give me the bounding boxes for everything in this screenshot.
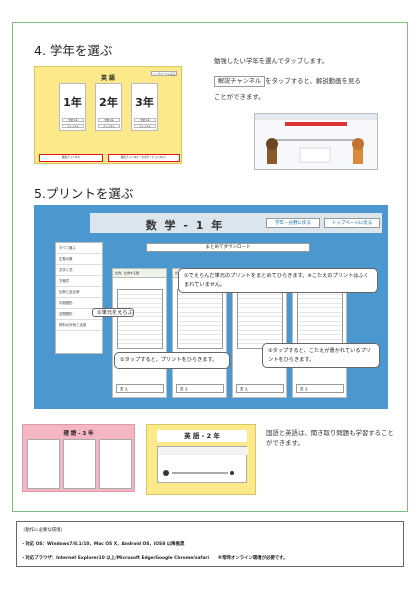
sidebar-item[interactable]: すべて選ぶ bbox=[56, 243, 102, 254]
print-sheet[interactable] bbox=[237, 289, 283, 349]
study-channel-button[interactable]: 解説チャンネル（スタディチャンネル） bbox=[108, 154, 180, 162]
section4-desc2: をタップすると、解説動画を見る bbox=[265, 77, 361, 85]
requirements-box: 〈動作に必要な環境〉 ・対応 OS：Windows7/8.1/10，Mac OS… bbox=[16, 521, 404, 567]
print-sheet[interactable] bbox=[177, 289, 223, 349]
section4-desc1: 勉強したい学年を選んでタップします。 bbox=[214, 57, 329, 65]
section4-heading: 4. 学年を選ぶ bbox=[34, 43, 113, 58]
browser-list: ・対応ブラウザ：Internet Explorer10 以上/Microsoft… bbox=[21, 556, 209, 561]
requirements-title: 〈動作に必要な環境〉 bbox=[21, 528, 65, 533]
top-page-button[interactable]: トップページに戻る bbox=[151, 71, 177, 76]
back-to-top-button[interactable]: トップページに戻る bbox=[324, 218, 380, 228]
card-button[interactable]: 学習 1年 bbox=[62, 118, 84, 122]
print-card bbox=[63, 439, 96, 489]
grade-select-screenshot: 英 語 トップページに戻る 1年 学習 1年 チャンネル 2年 学習 1年 チャ… bbox=[34, 66, 182, 164]
sidebar-item[interactable]: 比例と反比例 bbox=[56, 287, 102, 298]
callout-open-answer: ③タップすると、こたえが書かれているプリントをひらきます。 bbox=[262, 343, 380, 368]
print-sheet[interactable] bbox=[297, 289, 343, 349]
print-card bbox=[99, 439, 132, 489]
callout-bulk-download: ①でえらんだ単元のプリントをまとめてひらきます。※こたえのプリントはふくまれてい… bbox=[178, 268, 378, 293]
card-button[interactable]: 学習 1年 bbox=[134, 118, 156, 122]
card-button[interactable]: チャンネル bbox=[98, 124, 120, 128]
back-to-grade-button[interactable]: 学年・分野に戻る bbox=[266, 218, 320, 228]
kaisetsu-channel-label: 解説チャンネル bbox=[214, 76, 266, 87]
screenshot-title: 英 語 bbox=[100, 75, 116, 82]
requirements-browser: ・対応ブラウザ：Internet Explorer10 以上/Microsoft… bbox=[21, 555, 287, 561]
section4-desc3: ことができます。 bbox=[214, 93, 265, 101]
callout-open-print: ②タップすると、プリントをひらきます。 bbox=[114, 352, 230, 369]
listening-desc: 国語と英語は、聞き取り問題も学習することができます。 bbox=[266, 429, 394, 447]
sidebar-item[interactable]: 平面図形 bbox=[56, 298, 102, 309]
sidebar-item[interactable]: 資料の分析と活用 bbox=[56, 320, 102, 331]
grade-label: 2年 bbox=[99, 96, 118, 109]
callout-select-unit: ①単元をえらぶ bbox=[92, 308, 134, 317]
section5-heading: 5.プリントを選ぶ bbox=[34, 186, 134, 201]
kaisetsu-channel-button[interactable]: 解説チャンネル bbox=[39, 154, 103, 162]
grade-label: 3年 bbox=[135, 96, 154, 109]
screenshot-title: 理 語 - 3 年 bbox=[63, 431, 94, 437]
answer-button[interactable]: 答 え bbox=[116, 384, 164, 393]
sidebar-item[interactable]: 方程式 bbox=[56, 276, 102, 287]
grade-label: 1年 bbox=[63, 96, 82, 109]
screenshot-title: 英 語 - 2 年 bbox=[157, 430, 247, 442]
sidebar-item[interactable]: 正負の数 bbox=[56, 254, 102, 265]
card-button[interactable]: チャンネル bbox=[134, 124, 156, 128]
answer-button[interactable]: 答 え bbox=[296, 384, 344, 393]
sidebar-item[interactable]: 文字と式 bbox=[56, 265, 102, 276]
audio-player-illustration bbox=[158, 447, 248, 476]
title-bar: 数 学 - 1 年 学年・分野に戻る トップページに戻る bbox=[90, 213, 382, 233]
online-note: ※常時オンライン環境が必要です。 bbox=[217, 556, 288, 561]
grade-card-3[interactable]: 3年 学習 1年 チャンネル bbox=[131, 83, 158, 131]
print-sheet[interactable] bbox=[117, 289, 163, 349]
section4-desc-line: 解説チャンネルをタップすると、解説動画を見る bbox=[214, 76, 361, 87]
print-card bbox=[27, 439, 60, 489]
grade-card-1[interactable]: 1年 学習 1年 チャンネル bbox=[59, 83, 86, 131]
unit-sidebar: すべて選ぶ 正負の数 文字と式 方程式 比例と反比例 平面図形 空間図形 資料の… bbox=[55, 242, 103, 354]
bulk-download-button[interactable]: まとめてダウンロード bbox=[146, 243, 310, 252]
video-preview-illustration bbox=[255, 114, 377, 164]
answer-button[interactable]: 答 え bbox=[176, 384, 224, 393]
screenshot-title: 数 学 - 1 年 bbox=[145, 219, 225, 232]
listening-screenshot-2: 英 語 - 2 年 bbox=[146, 424, 256, 495]
print-column: 比例、比例する量 答 え bbox=[112, 268, 167, 398]
card-button[interactable]: 学習 1年 bbox=[98, 118, 120, 122]
video-preview-screenshot bbox=[254, 113, 378, 170]
content-frame bbox=[12, 22, 408, 512]
column-head: 比例、比例する量 bbox=[113, 269, 166, 278]
card-button[interactable]: チャンネル bbox=[62, 124, 84, 128]
audio-player-box bbox=[157, 446, 248, 483]
grade-card-2[interactable]: 2年 学習 1年 チャンネル bbox=[95, 83, 122, 131]
requirements-os: ・対応 OS：Windows7/8.1/10，Mac OS X，Android … bbox=[21, 542, 185, 547]
listening-screenshot-1: 理 語 - 3 年 bbox=[22, 424, 135, 492]
sidebar-item[interactable]: 空間図形 bbox=[56, 309, 102, 320]
answer-button[interactable]: 答 え bbox=[236, 384, 284, 393]
